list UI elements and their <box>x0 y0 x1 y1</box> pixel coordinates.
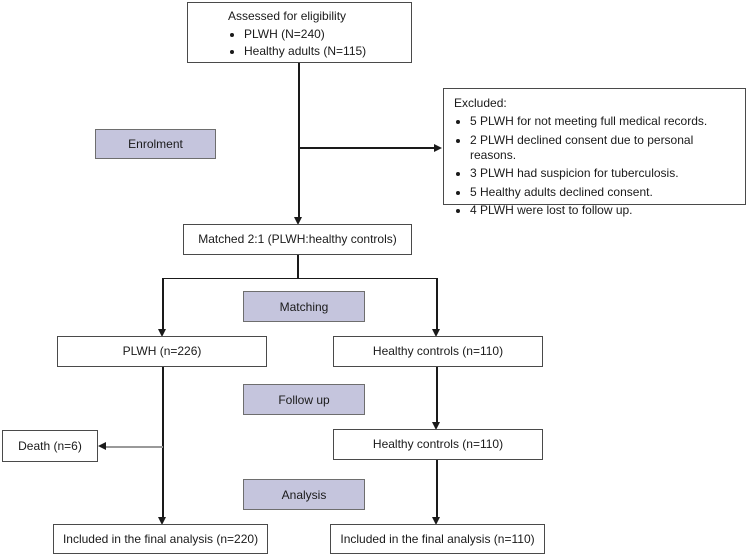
excluded-bullet-list: 5 PLWH for not meeting full medical reco… <box>470 114 739 218</box>
matched-box: Matched 2:1 (PLWH:healthy controls) <box>183 224 412 255</box>
enrolment-label: Enrolment <box>128 137 183 151</box>
healthy-controls-matched-box: Healthy controls (n=110) <box>333 336 543 367</box>
assessed-bullet-list: PLWH (N=240) Healthy adults (N=115) <box>244 27 405 59</box>
death-box: Death (n=6) <box>2 430 98 462</box>
arrowhead-death <box>98 441 106 450</box>
excluded-bullet-tuberculosis: 3 PLWH had suspicion for tuberculosis. <box>470 166 739 181</box>
healthy-matched-label: Healthy controls (n=110) <box>372 344 504 358</box>
connector-split <box>162 277 438 279</box>
included-healthy-label: Included in the final analysis (n=110) <box>340 531 535 546</box>
connector-split-right <box>436 278 438 330</box>
arrowhead-included-plwh <box>158 517 166 525</box>
connector-assessed-to-matched <box>298 63 300 219</box>
connector-followup-to-included <box>436 460 438 518</box>
stage-label-follow-up: Follow up <box>243 384 365 415</box>
connector-healthy-to-followup <box>436 367 438 423</box>
analysis-label: Analysis <box>281 487 327 502</box>
connector-split-left <box>162 278 164 330</box>
excluded-bullet-consent-plwh: 2 PLWH declined consent due to personal … <box>470 133 739 163</box>
arrowhead-healthy-followup <box>432 422 440 430</box>
plwh-label: PLWH (n=226) <box>122 344 202 358</box>
plwh-box: PLWH (n=226) <box>57 336 267 367</box>
follow-up-label: Follow up <box>278 392 330 407</box>
excluded-bullet-lost-followup: 4 PLWH were lost to follow up. <box>470 203 739 218</box>
connector-to-excluded <box>298 147 434 149</box>
included-final-analysis-healthy-box: Included in the final analysis (n=110) <box>330 524 545 554</box>
death-label: Death (n=6) <box>18 438 82 453</box>
matching-label: Matching <box>279 299 329 314</box>
healthy-followup-label: Healthy controls (n=110) <box>372 437 504 451</box>
stage-label-analysis: Analysis <box>243 479 365 510</box>
healthy-controls-followup-box: Healthy controls (n=110) <box>333 429 543 460</box>
arrowhead-healthy-matched <box>432 329 440 337</box>
assessed-title: Assessed for eligibility <box>228 9 347 23</box>
excluded-bullet-records: 5 PLWH for not meeting full medical reco… <box>470 114 739 129</box>
assessed-bullet-healthy: Healthy adults (N=115) <box>244 44 405 59</box>
connector-to-death <box>105 446 163 448</box>
arrowhead-plwh <box>158 329 166 337</box>
excluded-box: Excluded: 5 PLWH for not meeting full me… <box>443 88 746 217</box>
excluded-bullet-consent-healthy: 5 Healthy adults declined consent. <box>470 185 739 200</box>
stage-label-matching: Matching <box>243 291 365 322</box>
included-plwh-label: Included in the final analysis (n=220) <box>62 531 259 546</box>
included-final-analysis-plwh-box: Included in the final analysis (n=220) <box>53 524 268 554</box>
arrowhead-included-healthy <box>432 517 440 525</box>
matched-label: Matched 2:1 (PLWH:healthy controls) <box>198 232 397 246</box>
assessed-bullet-plwh: PLWH (N=240) <box>244 27 405 42</box>
excluded-title: Excluded: <box>454 96 507 110</box>
connector-matched-stub <box>297 255 299 279</box>
assessed-for-eligibility-box: Assessed for eligibility PLWH (N=240) He… <box>187 2 412 63</box>
connector-plwh-to-included <box>162 367 164 518</box>
arrowhead-matched <box>294 217 302 225</box>
stage-label-enrolment: Enrolment <box>95 129 216 159</box>
arrowhead-excluded <box>434 143 442 152</box>
